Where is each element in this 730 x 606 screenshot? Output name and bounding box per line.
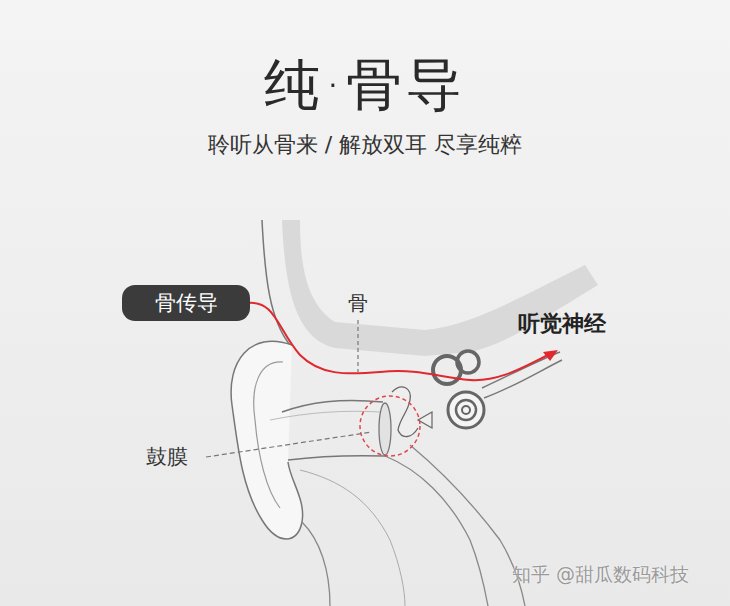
tissue-line (300, 470, 405, 606)
highlight-circle (360, 396, 420, 456)
semicircular-canal (457, 351, 479, 373)
title: 纯·骨导 (0, 48, 730, 124)
pill-text: 骨传导 (122, 289, 250, 317)
conduction-path (248, 303, 550, 380)
leader-line (206, 432, 372, 457)
part-label: 骨 (348, 290, 368, 317)
conduction-arrowhead (543, 350, 558, 361)
eardrum (379, 403, 391, 455)
ossicles (392, 387, 418, 437)
subtitle: 聆听从骨来 / 解放双耳 尽享纯粹 (0, 130, 730, 160)
tube-line (410, 445, 525, 606)
tissue-line (302, 522, 330, 606)
cochlea (462, 406, 470, 414)
cochlea (448, 392, 484, 428)
label-pill: 骨传导 (122, 285, 250, 321)
head-outline (262, 220, 290, 345)
auricle-fold (254, 362, 283, 508)
leader-line (357, 320, 358, 372)
watermark: 知乎 @甜瓜数码科技 (512, 562, 689, 588)
part-label: 听觉神经 (518, 309, 606, 339)
cochlea (456, 400, 476, 420)
ear-canal-bottom (288, 456, 385, 460)
tube-line (385, 456, 488, 606)
part-label: 鼓膜 (146, 443, 188, 471)
auricle (231, 341, 303, 539)
